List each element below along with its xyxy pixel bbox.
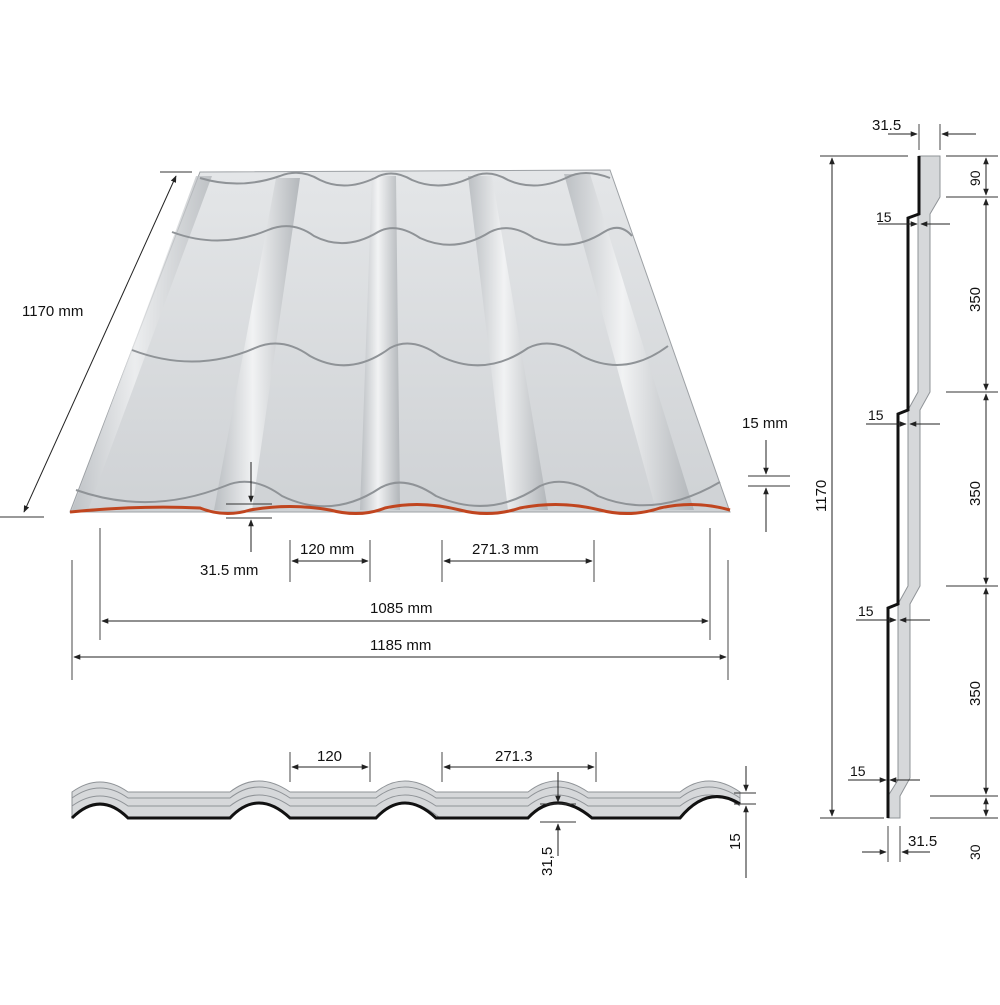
side-step-label-4: 15: [850, 763, 866, 779]
side-top-segment-label: 90: [967, 170, 983, 186]
side-bottom-width-label: 31.5: [908, 833, 937, 850]
step-top: [199, 171, 611, 187]
front-step-label: 15: [727, 833, 744, 850]
rib-2: [360, 176, 400, 510]
length-dim-line: [23, 175, 177, 513]
side-module-label-1: 350: [967, 287, 984, 312]
sheet-steps: [75, 171, 721, 508]
front-profile-dimensions: 120 271.3 31,5 15: [289, 748, 756, 878]
length-label: 1170 mm: [22, 303, 83, 320]
front-profile-dark-edge: [70, 795, 741, 820]
sheet-red-edge: [69, 502, 731, 515]
side-step-label-1: 15: [876, 209, 892, 225]
perspective-sheet: [69, 169, 731, 515]
side-step-label-2: 15: [868, 407, 884, 423]
front-profile-line-2: [71, 794, 741, 807]
step-3: [75, 480, 721, 508]
side-profile-dark-edge: [886, 156, 921, 818]
side-profile-body: [887, 155, 941, 819]
side-module-label-2: 350: [967, 481, 984, 506]
side-total-length-label: 1170: [813, 480, 830, 512]
front-pitch-label: 271.3: [495, 748, 533, 765]
side-step-label-3: 15: [858, 603, 874, 619]
rib-width-label: 120 mm: [300, 541, 354, 558]
step-label: 15 mm: [742, 415, 788, 432]
side-profile-dimensions: 31.5 1170 90 350 350 350 30 15 15: [813, 117, 998, 862]
rib-4: [564, 174, 694, 510]
side-top-width-label: 31.5: [872, 117, 901, 134]
side-bottom-segment-label: 30: [967, 844, 983, 860]
side-module-label-3: 350: [967, 681, 984, 706]
step-2: [131, 342, 669, 367]
wave-height-label: 31.5 mm: [200, 562, 258, 579]
front-height-label: 31,5: [539, 847, 556, 876]
useful-width-label: 1085 mm: [370, 600, 433, 617]
total-width-label: 1185 mm: [370, 637, 431, 654]
front-profile-line-1: [71, 786, 741, 799]
sheet-ribs: [72, 174, 694, 510]
pitch-label: 271.3 mm: [472, 541, 539, 558]
side-profile: [886, 155, 941, 819]
front-profile: [70, 780, 741, 820]
rib-3: [468, 176, 548, 510]
step-1: [171, 225, 633, 246]
front-rib-label: 120: [317, 748, 342, 765]
rib-1: [214, 178, 300, 510]
perspective-dimensions: 1170 mm 15 mm 31.5 mm 120 mm 271.3 mm 10…: [0, 171, 790, 680]
